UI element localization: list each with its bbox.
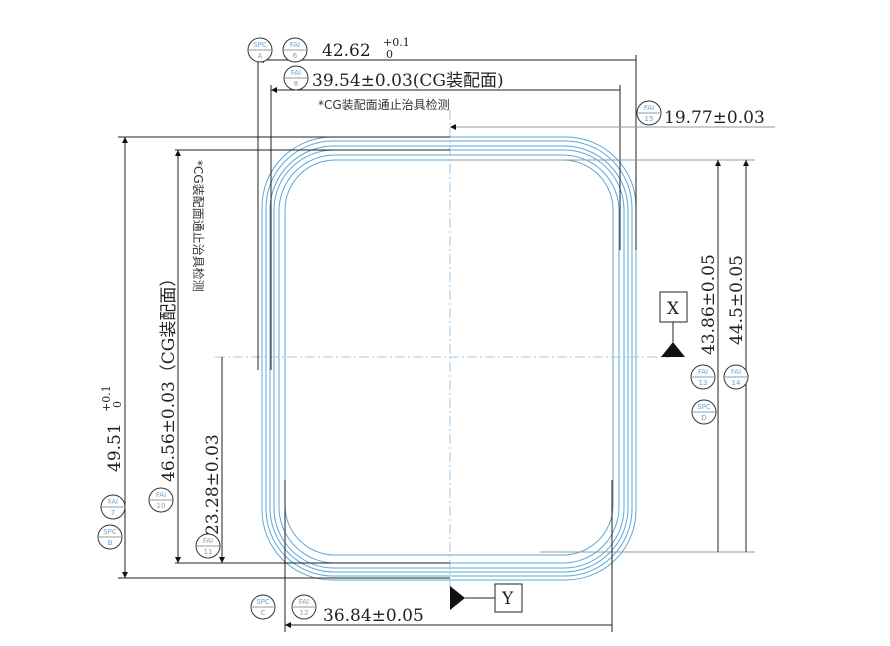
balloon-top-label: SPC [697,403,711,411]
dim-height-overall-tol-upper: +0.1 [100,385,113,412]
balloon-top-label: FAI [203,537,213,545]
balloon-top-label: FAI [156,491,166,499]
dim-half-height: 23.28±0.03 [203,434,223,535]
balloon-bottom-label: 15 [645,115,654,123]
balloon-top-label: SPC [103,528,117,536]
balloon-bottom-label: 7 [111,509,115,517]
dim-height-inner: 43.86±0.05 [699,254,719,355]
balloon-bottom-label: A [258,52,263,60]
balloon-bottom-label: 10 [157,502,166,510]
balloon-bottom-label: C [261,609,266,617]
part-outline [261,136,637,581]
dim-height-outer: 44.5±0.05 [727,255,747,345]
height-cg-note: *CG装配面通止治具检测 [191,160,206,292]
balloon-top-label: FAI [731,368,741,376]
balloon-bottom-label: B [108,539,113,547]
balloon-fai-15: FAI 15 [636,100,662,126]
balloon-bottom-label: D [701,414,706,422]
balloon-top-label: FAI [290,41,300,49]
dim-height-overall-tol-lower: 0 [111,401,124,408]
balloon-fai-11: FAI 11 [195,533,221,559]
balloon-bottom-label: 8 [294,80,298,88]
balloon-bottom-label: 14 [732,379,741,387]
balloon-bottom-label: 13 [699,379,708,387]
dim-width-cg: 39.54±0.03(CG装配面) [312,71,504,91]
dim-width-overall-tol-upper: +0.1 [383,36,410,49]
datum-y: Y [450,583,523,613]
balloon-top-label: SPC [253,41,267,49]
balloon-spc-b: SPC B [97,524,123,550]
balloon-spc-d: SPC D [691,399,717,425]
balloon-top-label: SPC [256,598,270,606]
dim-height-cg: 46.56±0.03（CG装配面） [159,270,179,482]
balloon-fai-6: FAI 6 [282,37,308,63]
extension-lines [118,55,755,632]
balloon-fai-13: FAI 13 [690,364,716,390]
balloon-fai-8: FAI 8 [283,65,309,91]
svg-text:Y: Y [501,589,514,609]
datum-x: X [659,291,688,357]
dim-bottom-width: 36.84±0.05 [323,606,424,626]
balloon-top-label: FAI [108,498,118,506]
balloon-spc-a: SPC A [247,37,273,63]
balloon-top-label: FAI [698,368,708,376]
balloon-fai-7: FAI 7 [100,494,126,520]
balloon-bottom-label: 6 [293,52,298,60]
balloon-bottom-label: 11 [204,548,213,556]
dim-width-overall-tol-lower: 0 [386,48,393,61]
balloon-top-label: FAI [644,104,654,112]
balloon-bottom-label: 12 [300,609,309,617]
balloon-fai-10: FAI 10 [148,487,174,513]
cg-note: *CG装配面通止治具检测 [318,97,450,112]
balloon-top-label: FAI [299,598,309,606]
dim-height-overall: 49.51 [105,423,125,472]
balloon-spc-c: SPC C [250,594,276,620]
balloon-top-label: FAI [291,69,301,77]
balloon-fai-14: FAI 14 [723,364,749,390]
dim-half-width: 19.77±0.03 [664,108,765,128]
dim-width-overall: 42.62 [322,41,371,61]
svg-text:X: X [667,299,680,319]
balloon-fai-12: FAI 12 [291,594,317,620]
